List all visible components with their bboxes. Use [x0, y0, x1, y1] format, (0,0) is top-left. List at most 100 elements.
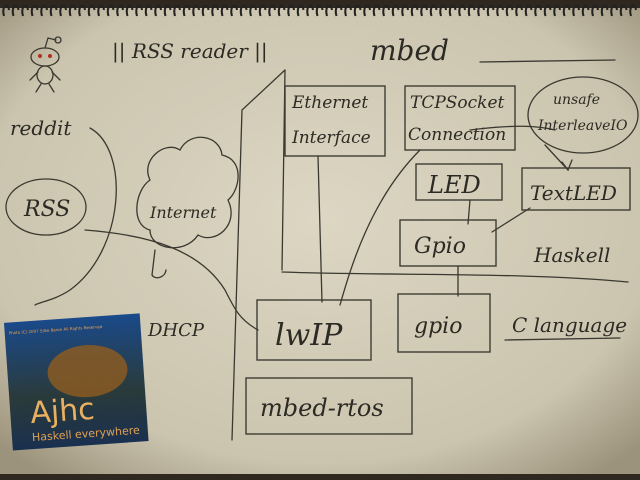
spiral-ring — [182, 4, 191, 17]
cloud-tail — [151, 249, 167, 279]
reddit-alien-icon — [29, 36, 62, 93]
spiral-ring — [363, 4, 371, 17]
textled-label: TextLED — [530, 181, 617, 205]
spiral-ring — [410, 4, 419, 17]
ethernet-label-2: Interface — [291, 128, 371, 148]
mbed-rtos-label: mbed-rtos — [260, 394, 384, 422]
gpio-c-box — [397, 293, 491, 353]
spiral-ring — [144, 4, 153, 17]
gpio-haskell-box — [399, 219, 497, 267]
unsafe-label-1: unsafe — [553, 92, 600, 108]
textled-box — [521, 167, 631, 211]
reddit-label: reddit — [10, 116, 72, 140]
spiral-ring — [515, 4, 523, 17]
spiral-ring — [268, 4, 276, 17]
spiral-ring — [258, 4, 267, 17]
unsafe-interleaveio-node — [527, 76, 639, 154]
haskell-c-divider — [281, 271, 629, 283]
spiral-ring — [78, 4, 86, 17]
spiral-ring — [135, 4, 143, 17]
spiral-ring — [458, 4, 466, 17]
internet-label: Internet — [149, 203, 217, 222]
spiral-ring — [334, 4, 343, 17]
spiral-ring — [97, 4, 105, 17]
title-text: || RSS reader || — [112, 39, 268, 64]
spiral-ring — [87, 4, 96, 17]
spiral-ring — [116, 4, 124, 17]
reddit-arc — [34, 127, 117, 306]
gpio-c-label: gpio — [414, 314, 462, 339]
spiral-ring — [30, 4, 39, 17]
spiral-ring — [201, 4, 210, 17]
spiral-ring — [296, 4, 305, 17]
spiral-ring — [220, 4, 229, 17]
tcpsocket-label-2: Connection — [408, 125, 506, 145]
spiral-ring — [467, 4, 476, 17]
c-language-label: C language — [512, 313, 627, 337]
spiral-ring — [249, 4, 257, 17]
spiral-ring — [306, 4, 314, 17]
ethernet-interface-box — [284, 85, 386, 157]
dhcp-label: DHCP — [147, 320, 205, 341]
lwip-label: lwIP — [275, 318, 343, 353]
spiral-ring — [192, 4, 200, 17]
spiral-ring — [420, 4, 428, 17]
tcpsocket-label-1: TCPSocket — [410, 93, 505, 113]
gpio-haskell-label: Gpio — [414, 234, 466, 259]
spiral-ring — [581, 4, 590, 17]
mbed-underline — [479, 59, 616, 63]
spiral-ring — [372, 4, 381, 17]
spiral-ring — [562, 4, 571, 17]
spiral-ring — [524, 4, 533, 17]
spiral-ring — [21, 4, 29, 17]
spiral-ring — [382, 4, 390, 17]
spiral-ring — [287, 4, 295, 17]
spiral-ring — [40, 4, 48, 17]
spiral-ring — [553, 4, 561, 17]
spiral-ring — [401, 4, 409, 17]
c-language-underline — [504, 337, 621, 341]
spiral-ring — [230, 4, 238, 17]
ethernet-label-1: Ethernet — [291, 93, 368, 113]
spiral-ring — [591, 4, 599, 17]
spiral-binding — [2, 4, 637, 17]
unsafe-arrow — [469, 125, 573, 172]
mbed-rtos-box — [245, 377, 413, 435]
spiral-ring — [163, 4, 172, 17]
spiral-ring — [572, 4, 580, 17]
spiral-ring — [477, 4, 485, 17]
spiral-ring — [125, 4, 134, 17]
spiral-ring — [59, 4, 67, 17]
spiral-ring — [496, 4, 504, 17]
sticker-credit: Photo (C) 2007 Silke Baron All Rights Re… — [9, 324, 103, 336]
spiral-ring — [600, 4, 609, 17]
spiral-ring — [325, 4, 333, 17]
ajhc-logo-text: Ajhc — [29, 392, 96, 431]
spiral-ring — [49, 4, 58, 17]
tcpsocket-connection-box — [404, 85, 516, 151]
spiral-ring — [505, 4, 514, 17]
spiral-ring — [353, 4, 362, 17]
spiral-ring — [239, 4, 248, 17]
spiral-ring — [543, 4, 552, 17]
spiral-ring — [154, 4, 162, 17]
ajhc-sticker: Photo (C) 2007 Silke Baron All Rights Re… — [3, 313, 149, 451]
led-label: LED — [427, 171, 481, 199]
spiral-ring — [629, 4, 637, 17]
spiral-ring — [486, 4, 495, 17]
spiral-ring — [448, 4, 457, 17]
lwip-links — [317, 149, 421, 306]
mbed-label: mbed — [370, 34, 449, 67]
spiral-ring — [439, 4, 447, 17]
haskell-label: Haskell — [533, 243, 610, 267]
lwip-box — [256, 299, 372, 361]
spiral-ring — [68, 4, 77, 17]
spiral-ring — [429, 4, 438, 17]
rss-label: RSS — [23, 197, 70, 222]
unsafe-label-2: InterleaveIO — [537, 118, 628, 134]
spiral-ring — [2, 4, 10, 17]
rss-to-lwip-line — [84, 229, 259, 331]
spiral-ring — [344, 4, 352, 17]
